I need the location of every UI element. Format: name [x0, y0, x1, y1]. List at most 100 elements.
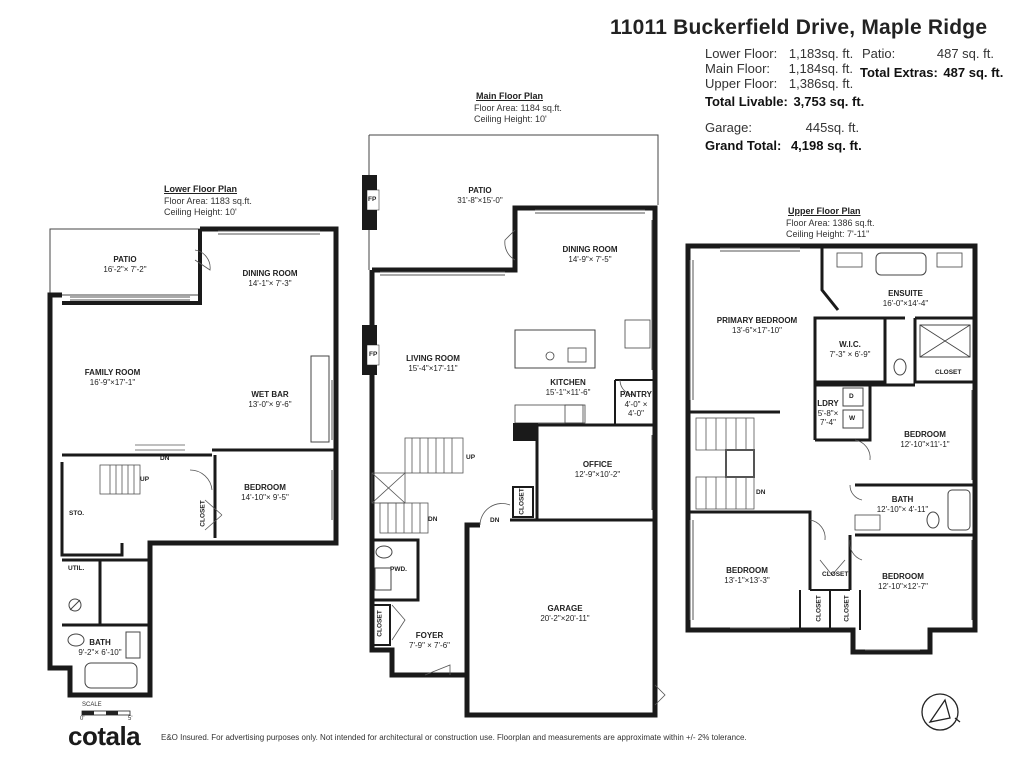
tag-dn-main: DN: [428, 516, 438, 523]
room-dimensions-2: 4'-0": [628, 409, 644, 419]
room-dimensions: 5'-8"×: [817, 408, 839, 418]
room-lower-family: FAMILY ROOM 16'-9"×17'-1": [75, 368, 150, 387]
room-main-foyer: FOYER 7'-9" × 7'-6": [402, 631, 457, 650]
summary-lower: Lower Floor: 1,183sq. ft.: [705, 46, 854, 62]
room-name: BEDROOM: [726, 566, 768, 575]
lower-floor-plan: [47, 226, 339, 698]
disclaimer: E&O Insured. For advertising purposes on…: [161, 733, 747, 742]
summary-garage-value: 445: [805, 120, 828, 135]
tag-closet-foyer: CLOSET: [376, 610, 384, 637]
room-name: DINING ROOM: [242, 269, 298, 278]
room-upper-bedroom-4: BEDROOM 12'-10"×12'-7": [868, 572, 938, 591]
room-dimensions: 9'-2"× 6'-10": [78, 647, 122, 657]
main-plan-ceiling: Ceiling Height: 10': [474, 114, 547, 124]
tag-closet-bedroom-4: CLOSET: [843, 595, 851, 622]
tag-dn-upper: DN: [756, 489, 766, 496]
room-name: WET BAR: [251, 390, 289, 399]
tag-closet-hall: CLOSET: [822, 571, 849, 578]
summary-extras-value: 487 sq. ft.: [943, 65, 1004, 80]
scale-zero: 0': [80, 716, 85, 722]
tag-dn-garage: DN: [490, 517, 500, 524]
summary-main-value: 1,184: [788, 61, 822, 76]
tag-dn-lower: DN: [160, 455, 170, 462]
tag-washer: W: [849, 415, 856, 422]
tag-closet-bedroom-3: CLOSET: [815, 595, 823, 622]
summary-livable-value: 3,753 sq. ft.: [793, 94, 865, 109]
room-dimensions: 12'-10"×11'-1": [900, 439, 950, 449]
scale-bar: [81, 710, 131, 716]
summary-patio: Patio: 487 sq. ft.: [862, 46, 994, 62]
tag-utility: UTIL.: [68, 565, 85, 572]
summary-patio-value: 487 sq. ft.: [936, 46, 994, 61]
main-plan-heading: Main Floor Plan: [476, 91, 544, 101]
room-name: PRIMARY BEDROOM: [716, 316, 798, 325]
room-name: BEDROOM: [244, 483, 286, 492]
summary-garage-label: Garage:: [705, 120, 752, 135]
lower-plan-heading: Lower Floor Plan: [164, 184, 238, 194]
room-dimensions: 14'-10"× 9'-5": [241, 492, 289, 502]
room-upper-bath: BATH 12'-10"× 4'-11": [870, 495, 935, 514]
room-dimensions: 7'-9" × 7'-6": [409, 640, 450, 650]
room-name: ENSUITE: [888, 289, 923, 298]
scale-label: SCALE: [82, 702, 102, 708]
room-main-living: LIVING ROOM 15'-4"×17'-11": [398, 354, 468, 373]
room-name: W.I.C.: [839, 340, 861, 349]
room-main-patio: PATIO 31'-8"×15'-0": [445, 186, 515, 205]
room-upper-bedroom-2: BEDROOM 12'-10"×11'-1": [885, 430, 965, 449]
room-upper-laundry: LDRY 5'-8"× 7'-4": [812, 399, 844, 428]
room-upper-wic: W.I.C. 7'-3" × 6'-9": [820, 340, 880, 359]
room-main-office: OFFICE 12'-9"×10'-2": [560, 460, 635, 479]
room-lower-bath: BATH 9'-2"× 6'-10": [70, 638, 130, 657]
summary-lower-label: Lower Floor:: [705, 46, 778, 61]
summary-main: Main Floor: 1,184sq. ft.: [705, 61, 853, 77]
room-dimensions: 16'-2"× 7'-2": [103, 264, 147, 274]
summary-upper-unit: sq. ft.: [821, 76, 854, 91]
summary-garage: Garage: 445sq. ft.: [705, 120, 860, 136]
room-lower-bedroom: BEDROOM 14'-10"× 9'-5": [225, 483, 305, 502]
room-dimensions: 16'-9"×17'-1": [89, 377, 136, 387]
main-plan-area: Floor Area: 1184 sq.ft.: [474, 103, 562, 113]
room-name: PATIO: [113, 255, 137, 264]
summary-extras-label: Total Extras:: [860, 65, 938, 80]
room-name: FAMILY ROOM: [84, 368, 141, 377]
room-upper-bedroom-3: BEDROOM 13'-1"×13'-3": [712, 566, 782, 585]
summary-grand-label: Grand Total:: [705, 138, 782, 153]
room-name: BATH: [891, 495, 914, 504]
room-dimensions: 15'-1"×11'-6": [545, 387, 591, 397]
upper-plan-ceiling: Ceiling Height: 7'-11": [786, 229, 870, 239]
room-upper-ensuite: ENSUITE 16'-0"×14'-4": [868, 289, 943, 308]
summary-garage-unit: sq. ft.: [827, 120, 860, 135]
summary-grand-total: Grand Total: 4,198 sq. ft.: [705, 138, 862, 154]
tag-up-lower: UP: [140, 476, 150, 483]
tag-powder-room: PWD.: [390, 566, 407, 573]
page-title: 11011 Buckerfield Drive, Maple Ridge: [610, 16, 988, 39]
room-name: DINING ROOM: [562, 245, 618, 254]
room-dimensions: 4'-0" ×: [624, 399, 648, 409]
summary-main-label: Main Floor:: [705, 61, 771, 76]
summary-upper-label: Upper Floor:: [705, 76, 778, 91]
room-lower-patio: PATIO 16'-2"× 7'-2": [90, 255, 160, 274]
tag-storage: STO.: [69, 510, 85, 517]
room-dimensions: 12'-10"× 4'-11": [876, 504, 929, 514]
summary-total-extras: Total Extras: 487 sq. ft.: [860, 65, 1004, 81]
room-name: OFFICE: [582, 460, 613, 469]
summary-lower-value: 1,183: [788, 46, 822, 61]
summary-main-unit: sq. ft.: [821, 61, 853, 76]
summary-lower-unit: sq. ft.: [821, 46, 854, 61]
tag-up-main: UP: [466, 454, 476, 461]
lower-plan-ceiling: Ceiling Height: 10': [164, 207, 237, 217]
room-name: PANTRY: [620, 390, 652, 399]
room-name: BEDROOM: [882, 572, 924, 581]
room-dimensions: 20'-2"×20'-11": [540, 613, 590, 623]
room-dimensions: 31'-8"×15'-0": [457, 195, 503, 205]
summary-patio-label: Patio:: [862, 46, 896, 61]
room-main-pantry: PANTRY 4'-0" × 4'-0": [618, 390, 654, 419]
upper-plan-heading: Upper Floor Plan: [788, 206, 861, 216]
compass-icon: [921, 693, 961, 731]
room-lower-dining: DINING ROOM 14'-1"× 7'-3": [230, 269, 310, 288]
room-main-dining: DINING ROOM 14'-9"× 7'-5": [550, 245, 630, 264]
room-name: BEDROOM: [904, 430, 946, 439]
room-dimensions: 15'-4"×17'-11": [408, 363, 458, 373]
room-dimensions: 14'-1"× 7'-3": [248, 278, 292, 288]
